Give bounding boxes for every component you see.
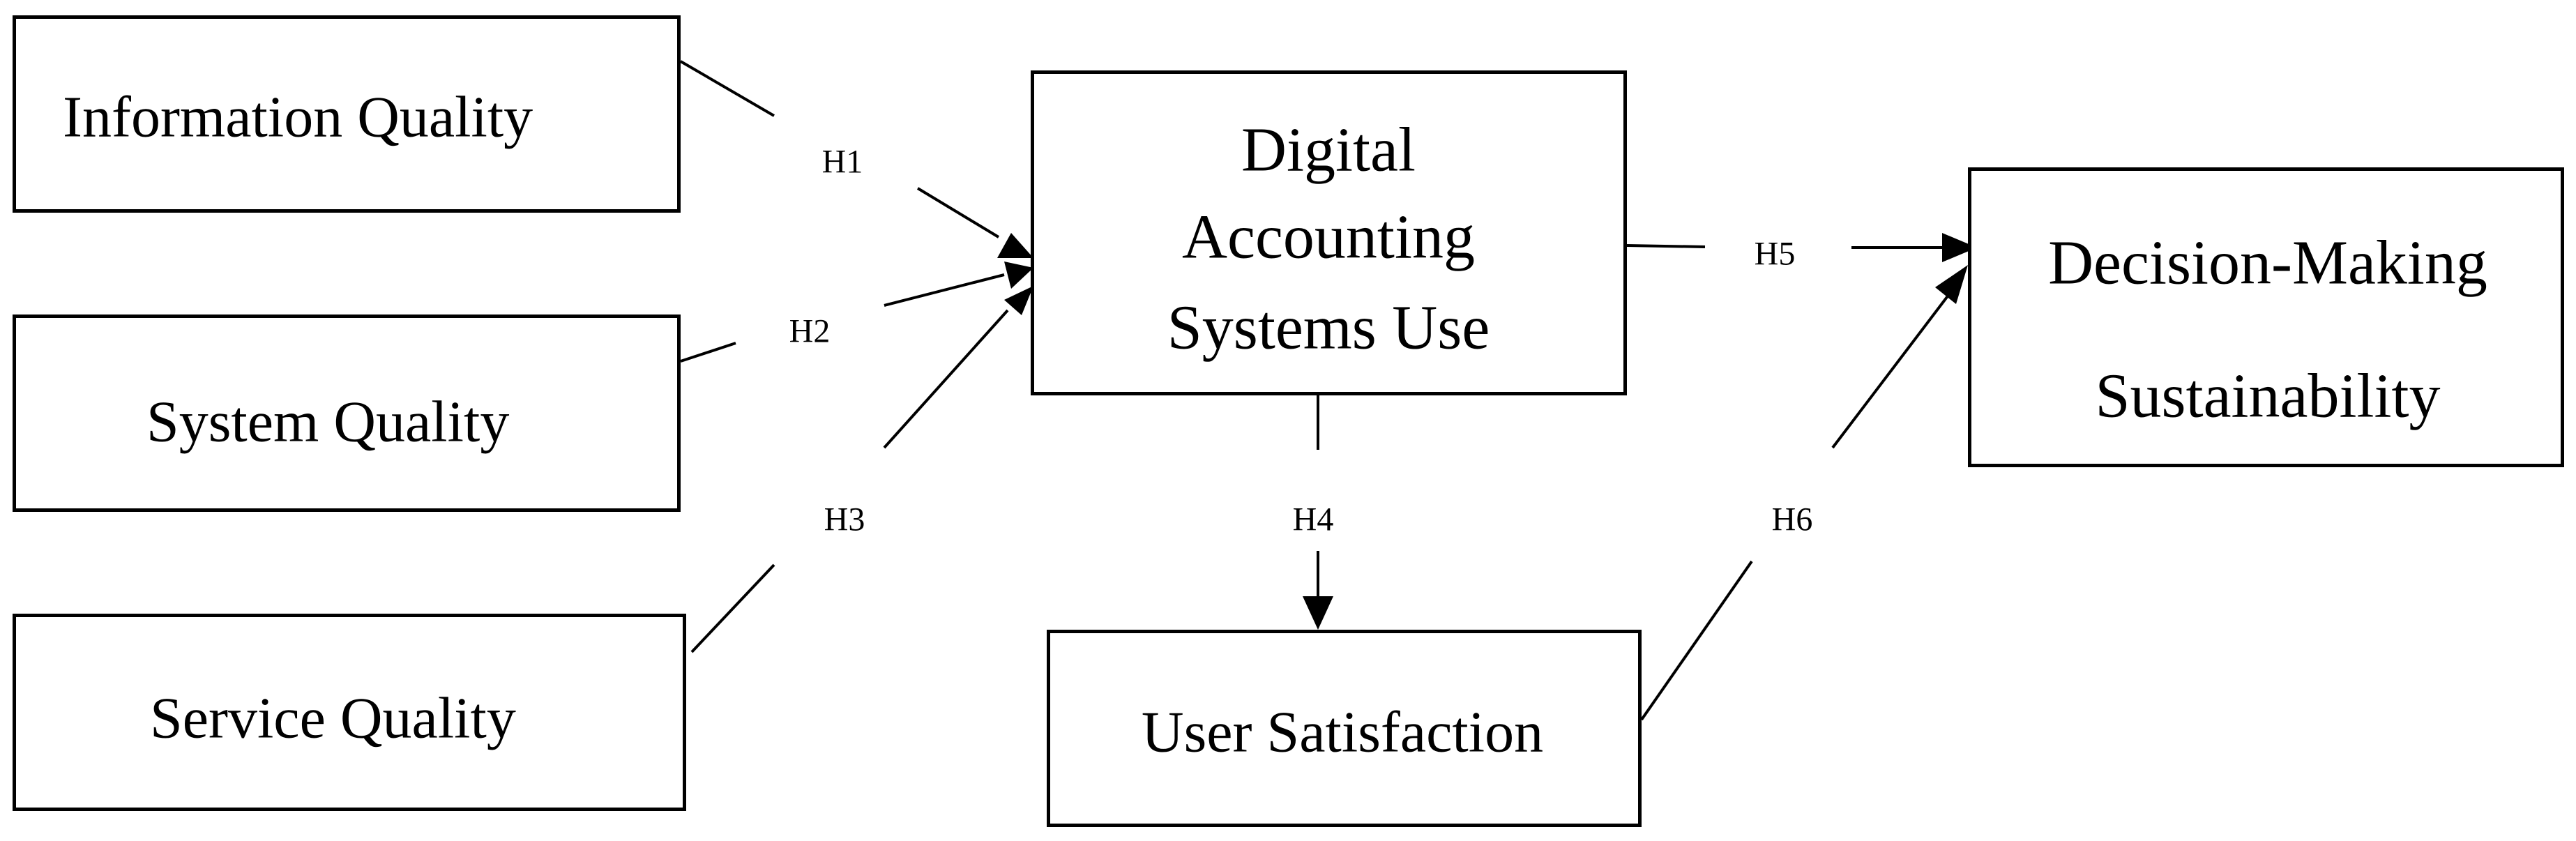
service-quality-box	[13, 614, 686, 811]
user-satisfaction-label: User Satisfaction	[1141, 699, 1544, 765]
h2-arrowhead	[1004, 262, 1033, 289]
hypothesis-h5-label: H5	[1754, 235, 1796, 273]
system-quality-label: System Quality	[146, 389, 510, 455]
h6-arrowhead	[1935, 265, 1968, 304]
information-quality-label: Information Quality	[63, 84, 533, 150]
h3-connector-arrow	[883, 309, 1009, 449]
hypothesis-h4-label: H4	[1292, 501, 1334, 538]
h2-connector-arrow	[884, 273, 1005, 307]
digital-accounting-label-line1: Digital	[1241, 115, 1416, 185]
decision-making-label-line1: Decision-Making	[2048, 228, 2487, 298]
digital-accounting-label-line2: Accounting	[1182, 202, 1475, 272]
digital-accounting-label-line3: Systems Use	[1167, 293, 1490, 363]
h5-arrowhead	[1942, 233, 1977, 262]
h6-connector-arrow	[1831, 293, 1950, 449]
user-satisfaction-box	[1047, 630, 1642, 827]
h1-connector-arrow	[916, 187, 1000, 238]
decision-making-sustainability-box	[1968, 167, 2564, 467]
hypothesis-h2-label: H2	[789, 312, 831, 350]
h3-arrowhead	[1004, 286, 1033, 315]
h6-connector-start	[1640, 560, 1753, 721]
service-quality-label: Service Quality	[150, 685, 516, 751]
system-quality-box	[13, 315, 681, 512]
h3-connector-start	[690, 563, 775, 653]
hypothesis-h3-label: H3	[824, 501, 865, 538]
hypothesis-h1-label: H1	[821, 143, 863, 181]
information-quality-box	[13, 15, 681, 213]
h2-connector-start	[680, 342, 736, 363]
h1-connector-start	[679, 60, 775, 117]
hypothesis-h6-label: H6	[1771, 501, 1813, 538]
decision-making-label-line2: Sustainability	[2095, 361, 2441, 431]
h1-arrowhead	[997, 233, 1033, 258]
digital-accounting-systems-use-box	[1031, 70, 1627, 395]
h4-arrowhead	[1303, 596, 1333, 630]
h5-connector-start	[1626, 244, 1706, 248]
